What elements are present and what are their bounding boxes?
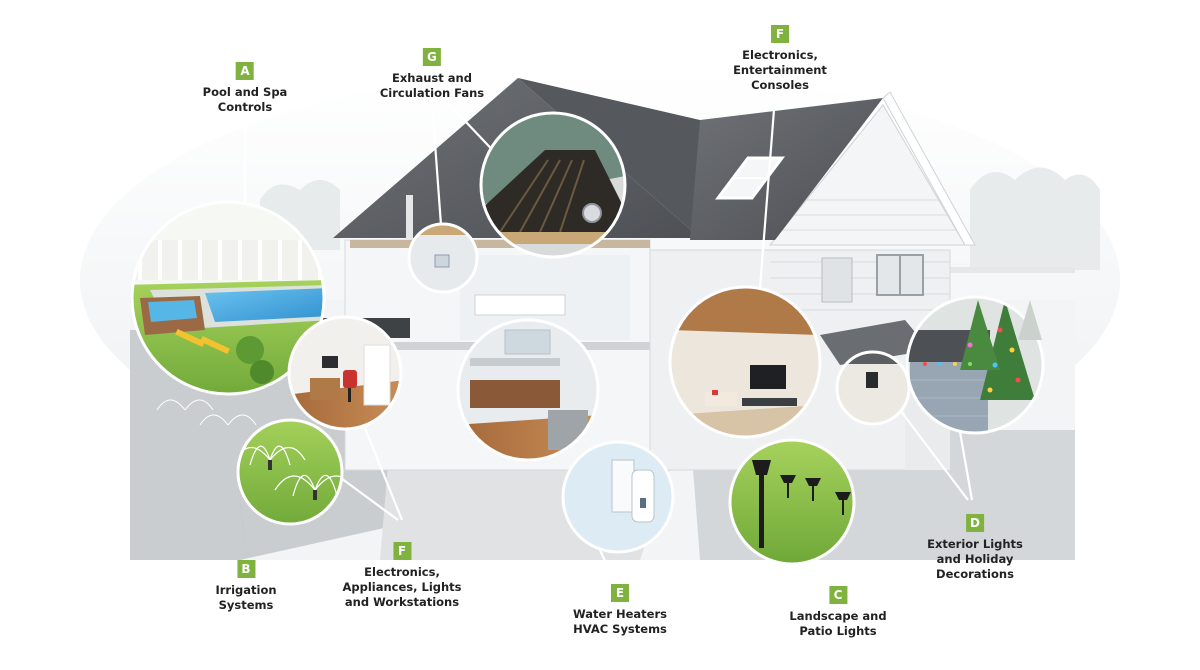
callout-water-heaters-hvac: E Water Heaters HVAC Systems: [573, 584, 667, 637]
callout-exhaust-circulation-fans: G Exhaust and Circulation Fans: [380, 48, 484, 101]
irrigation-circle: [236, 418, 344, 526]
entertainment-circle: [668, 285, 822, 439]
callout-badge: G: [422, 48, 441, 66]
callout-badge: A: [235, 62, 254, 80]
office-circle: [287, 315, 403, 431]
callout-label: Electronics, Appliances, Lights and Work…: [342, 565, 462, 609]
callout-label: Water Heaters HVAC Systems: [572, 607, 668, 636]
callout-badge: C: [829, 586, 847, 604]
callout-pool-spa-controls: A Pool and Spa Controls: [202, 62, 288, 115]
background-tree: [1018, 300, 1042, 340]
sprinkler-sprays: [156, 399, 257, 426]
landscape-lights-circle: [728, 438, 856, 566]
callout-badge: B: [237, 560, 255, 578]
callout-badge: D: [965, 514, 984, 532]
callout-label: Exhaust and Circulation Fans: [379, 71, 485, 100]
callout-irrigation-systems: B Irrigation Systems: [215, 560, 277, 613]
callout-label: Exterior Lights and Holiday Decorations: [927, 537, 1023, 581]
attic-fan-circle: [479, 111, 627, 259]
connector-lines-shadow: [239, 499, 246, 546]
callout-exterior-holiday-lights: D Exterior Lights and Holiday Decoration…: [927, 514, 1023, 582]
callout-landscape-patio-lights: C Landscape and Patio Lights: [789, 586, 887, 639]
callout-badge: E: [610, 584, 629, 602]
callout-label: Irrigation Systems: [215, 583, 277, 612]
callout-badge: F: [393, 542, 411, 560]
wall-fan-circle: [407, 222, 479, 294]
callout-label: Electronics, Entertainment Consoles: [733, 48, 827, 92]
callout-entertainment-consoles: F Electronics, Entertainment Consoles: [733, 25, 827, 93]
callout-label: Landscape and Patio Lights: [789, 609, 887, 638]
water-heater-circle: [561, 440, 675, 554]
callout-label: Pool and Spa Controls: [202, 85, 288, 114]
callout-badge: F: [771, 25, 789, 43]
holiday-lights-circle: [905, 295, 1045, 435]
callout-appliances-workstations: F Electronics, Appliances, Lights and Wo…: [342, 542, 462, 610]
